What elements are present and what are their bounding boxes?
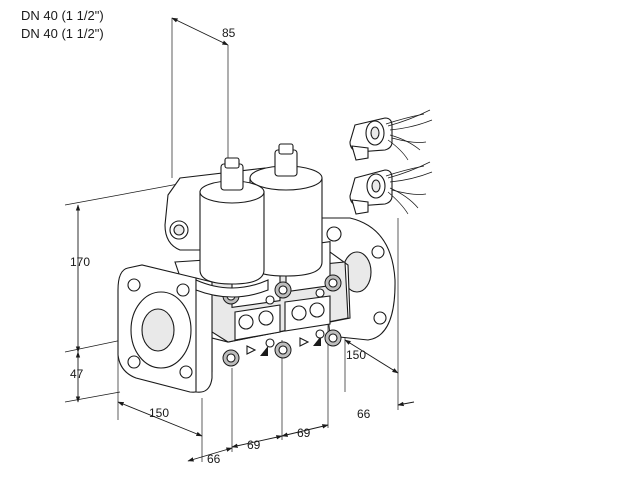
dim-flange-left: 150 [149, 406, 169, 420]
model-label-1: DN 40 (1 1/2") [21, 8, 104, 23]
dim-height: 170 [70, 255, 90, 269]
dim-offset-left: 66 [207, 452, 221, 466]
dim-flange-right: 150 [346, 348, 366, 362]
dim-base-height: 47 [70, 367, 84, 381]
dim-spacing-a: 69 [247, 438, 261, 452]
dim-offset-right: 66 [357, 407, 371, 421]
dim-top-width: 85 [222, 26, 236, 40]
plug-connector-lower [349, 161, 433, 215]
dimension-labels: 85 170 47 150 150 66 66 69 69 [70, 26, 371, 466]
plug-connectors [349, 109, 433, 215]
screw-heads [222, 274, 342, 367]
solenoid-coils [199, 143, 323, 285]
dim-spacing-b: 69 [297, 426, 311, 440]
valve-assembly [117, 143, 396, 393]
model-label-2: DN 40 (1 1/2") [21, 26, 104, 41]
plug-connector-upper [349, 109, 433, 161]
